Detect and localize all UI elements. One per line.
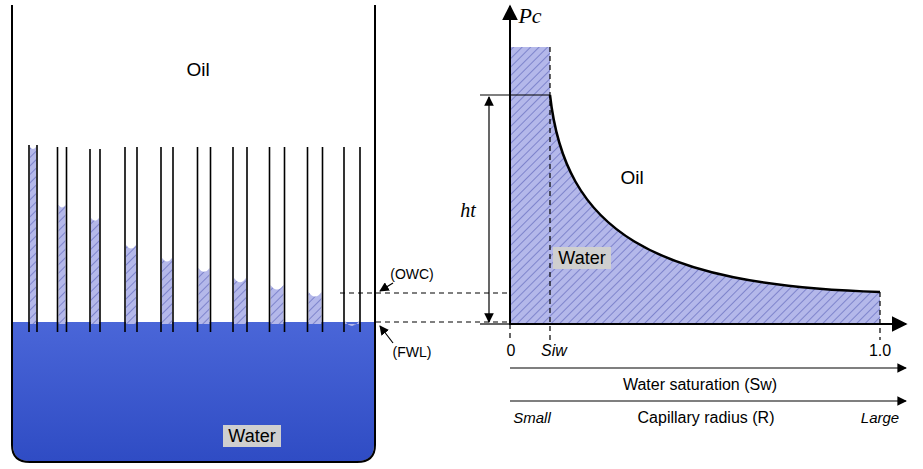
tube-wall	[89, 149, 91, 332]
tube-wall	[57, 147, 59, 332]
water-area	[511, 47, 880, 324]
axis-title: Water saturation (Sw)	[623, 376, 777, 394]
contact-label: (FWL)	[393, 344, 432, 360]
phase-label: Water	[553, 247, 610, 270]
tube-wall	[269, 147, 271, 332]
capillary-tube	[270, 147, 285, 332]
y-axis	[509, 6, 511, 325]
leader-arrow	[380, 283, 393, 291]
tube-water	[199, 268, 210, 324]
tube-wall	[172, 147, 174, 332]
tube-wall	[197, 147, 199, 332]
tube-water	[126, 245, 136, 324]
tick-label: 0	[507, 342, 516, 360]
tube-water	[271, 285, 284, 324]
scale-end-label: Large	[861, 409, 899, 426]
tube-water	[59, 205, 66, 324]
tube-wall	[359, 147, 361, 332]
tube-wall	[232, 147, 234, 332]
capillary-tube	[90, 149, 100, 332]
capillary-tube	[161, 147, 173, 332]
capillary-tube	[233, 147, 247, 332]
tube-wall	[99, 149, 101, 332]
capillary-tube	[58, 147, 67, 332]
dimension-tick	[480, 323, 510, 324]
axis-title: Pc	[518, 3, 541, 28]
dimension-label: ht	[460, 199, 476, 222]
tube-wall	[66, 147, 68, 332]
tube-wall	[246, 147, 248, 332]
sw0-line	[509, 324, 510, 340]
tube-wall	[322, 147, 324, 332]
capillary-tube	[344, 147, 360, 332]
beaker	[12, 5, 375, 462]
capillary-tube	[198, 147, 211, 332]
contact-label: (OWC)	[390, 266, 434, 282]
dimension-tick	[480, 94, 550, 95]
sw1-line	[879, 292, 880, 340]
tube-wall	[210, 147, 212, 332]
phase-label: Water	[223, 425, 280, 448]
axis-title: Capillary radius (R)	[638, 409, 775, 427]
tube-water	[234, 278, 246, 324]
tube-wall	[307, 147, 309, 332]
pc-curve	[550, 95, 880, 292]
tube-water	[309, 292, 322, 324]
tube-wall	[284, 147, 286, 332]
tube-wall	[160, 147, 162, 332]
dimension-arrow	[488, 97, 489, 322]
tube-water	[345, 321, 359, 326]
tube-water	[91, 218, 99, 324]
capillary-tube	[125, 147, 137, 332]
tube-wall	[136, 147, 138, 332]
capillary-tube	[308, 147, 323, 332]
tick-label: Siw	[541, 342, 567, 360]
tube-wall	[36, 145, 38, 332]
scale-end-label: Small	[513, 409, 551, 426]
capillary-tube	[29, 145, 37, 332]
tube-water	[162, 258, 172, 324]
water-body	[13, 322, 374, 461]
phase-label: Oil	[186, 59, 209, 81]
tick-label: 1.0	[869, 342, 891, 360]
scale-arrow	[510, 400, 906, 401]
tube-wall	[28, 145, 30, 332]
x-axis	[509, 323, 906, 325]
siw-line	[549, 47, 550, 340]
tube-wall	[124, 147, 126, 332]
tube-wall	[343, 147, 345, 332]
tube-water	[30, 147, 36, 324]
scale-arrow	[510, 367, 906, 368]
fwl-line	[376, 321, 510, 322]
capillary-tubes	[29, 145, 360, 332]
phase-label: Oil	[620, 167, 643, 189]
leader-arrow	[380, 326, 393, 343]
